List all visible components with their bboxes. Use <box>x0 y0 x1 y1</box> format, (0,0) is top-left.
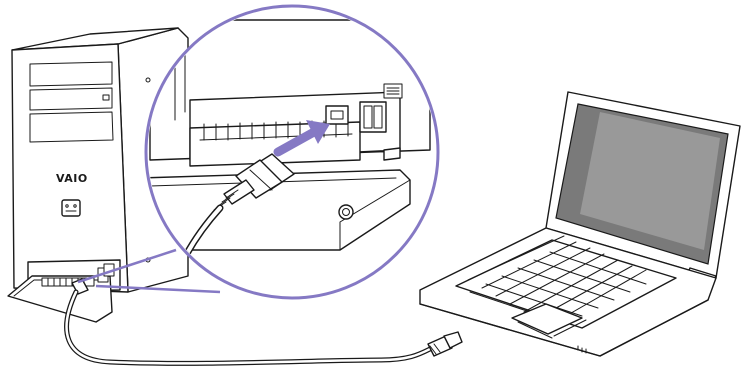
notebook-computer <box>420 92 740 356</box>
i-link-port <box>326 106 348 124</box>
brand-label: VAIO <box>56 172 88 185</box>
i-link-cable <box>67 292 462 363</box>
usb-ports <box>360 102 386 132</box>
